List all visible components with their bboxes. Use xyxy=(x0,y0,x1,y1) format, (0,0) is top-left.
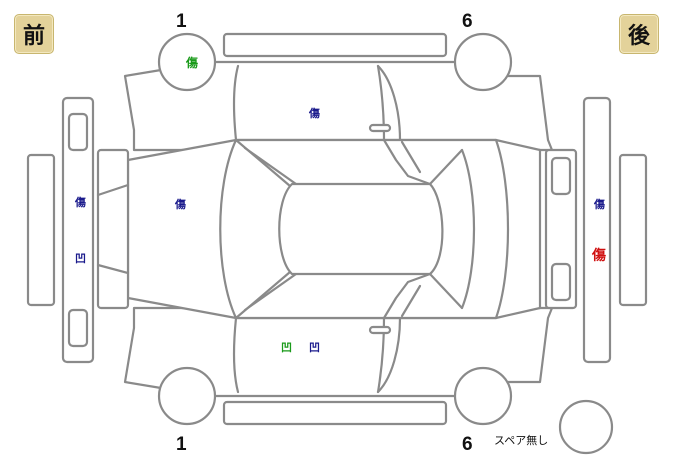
wheel-number-rear-right: 6 xyxy=(462,434,473,455)
rear-plate xyxy=(618,153,648,307)
damage-mark-rear-bumper-lower: 傷 xyxy=(592,248,606,264)
a-pillar-left-inner xyxy=(243,146,298,186)
rear-badge: 後 xyxy=(619,14,659,54)
damage-mark-right-rear-door-dent: 凹 xyxy=(309,341,320,354)
trunk-line xyxy=(494,138,510,320)
wheel-rear-right xyxy=(453,366,513,426)
rear-quarter-right xyxy=(400,284,422,318)
spare-tire-label: スペア無し xyxy=(494,434,549,447)
damage-mark-front-left-wheel: 傷 xyxy=(186,56,199,70)
damage-mark-front-bumper-top: 傷 xyxy=(75,196,86,209)
grille-line-top xyxy=(96,183,130,197)
left-front-door-edge xyxy=(232,64,240,142)
rear-quarter-left xyxy=(400,140,422,174)
wheel-front-right xyxy=(157,366,217,426)
right-sill xyxy=(222,400,448,426)
right-front-door-edge xyxy=(232,316,240,394)
right-door-split xyxy=(376,316,386,394)
wheel-number-front-right: 1 xyxy=(176,434,187,455)
c-pillar-right xyxy=(428,272,464,310)
front-badge: 前 xyxy=(14,14,54,54)
front-light-left xyxy=(67,112,89,152)
rear-light-right xyxy=(550,262,572,302)
damage-mark-hood: 傷 xyxy=(175,198,186,211)
rear-light-left xyxy=(550,156,572,196)
a-pillar-right-inner xyxy=(243,272,298,312)
left-sill xyxy=(222,32,448,58)
rear-window-right xyxy=(382,272,432,320)
trunk-inner xyxy=(460,148,476,310)
damage-mark-front-bumper-dent: 凹 xyxy=(75,252,86,265)
right-door-handle xyxy=(368,325,392,335)
c-pillar-left xyxy=(428,148,464,186)
damage-mark-right-front-door-dent: 凹 xyxy=(281,341,292,354)
left-door-handle xyxy=(368,123,392,133)
front-grille xyxy=(96,148,130,310)
damage-mark-left-rear-door: 傷 xyxy=(309,107,320,120)
grille-line-bottom xyxy=(96,263,130,275)
roof xyxy=(278,182,444,276)
right-rear-door-edge xyxy=(376,316,402,394)
left-door-split xyxy=(376,64,386,142)
spare-tire xyxy=(558,399,614,455)
rear-window-left xyxy=(382,138,432,186)
front-bumper xyxy=(61,96,95,364)
hood-line xyxy=(219,138,238,320)
wheel-number-front-left: 1 xyxy=(176,11,187,32)
wheel-front-left xyxy=(157,32,217,92)
left-rear-door-edge xyxy=(376,64,402,142)
rear-bumper xyxy=(582,96,612,364)
wheel-number-rear-left: 6 xyxy=(462,11,473,32)
wheel-rear-left xyxy=(453,32,513,92)
front-plate xyxy=(26,153,56,307)
damage-mark-rear-bumper-top: 傷 xyxy=(594,198,605,211)
front-light-right xyxy=(67,308,89,348)
